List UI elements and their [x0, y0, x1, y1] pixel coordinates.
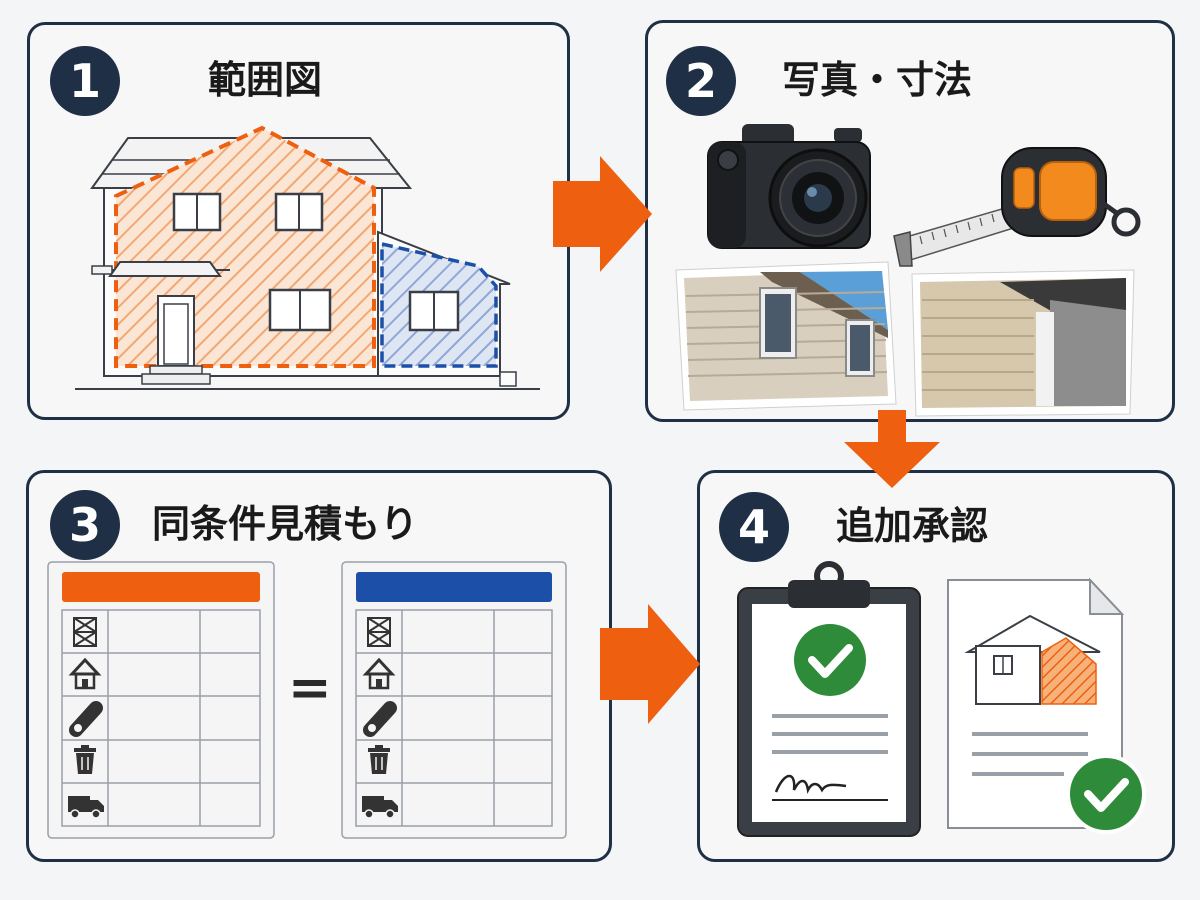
step-3-title: 同条件見積もり [152, 502, 419, 546]
photo-1 [675, 261, 897, 411]
document-icon [947, 577, 1146, 834]
arrow-1-to-2 [553, 156, 652, 272]
roof-icon [362, 657, 396, 690]
arrow-2-to-4 [844, 410, 940, 488]
signature-icon [774, 774, 847, 794]
step-1-number: 1 [50, 46, 120, 116]
material-roll-icon [363, 701, 397, 737]
estimate-table-right [341, 561, 567, 839]
equals-sign: = [288, 658, 332, 718]
step-4-title: 追加承認 [836, 504, 989, 548]
scaffold-icon [73, 617, 97, 647]
arrow-3-to-4 [600, 604, 700, 724]
material-roll-icon [69, 701, 103, 737]
step-4-number: 4 [719, 492, 789, 562]
trash-icon [74, 745, 96, 774]
trash-icon [368, 745, 390, 774]
scaffold-icon [367, 617, 391, 647]
estimate-table-left [47, 561, 275, 839]
house-drawing-icon [75, 125, 540, 390]
truck-icon [362, 796, 398, 819]
step-1-title: 範囲図 [208, 58, 323, 102]
tape-measure-icon [893, 147, 1141, 267]
photo-2 [911, 269, 1135, 417]
step-2-number: 2 [666, 46, 736, 116]
truck-icon [68, 796, 104, 819]
camera-icon [707, 124, 871, 249]
step-3-number: 3 [50, 490, 120, 560]
checkmark-icon [1066, 754, 1146, 834]
clipboard-icon [737, 561, 921, 837]
checkmark-icon [794, 624, 866, 696]
step-2-title: 写真・寸法 [782, 58, 973, 102]
roof-icon [68, 657, 102, 690]
